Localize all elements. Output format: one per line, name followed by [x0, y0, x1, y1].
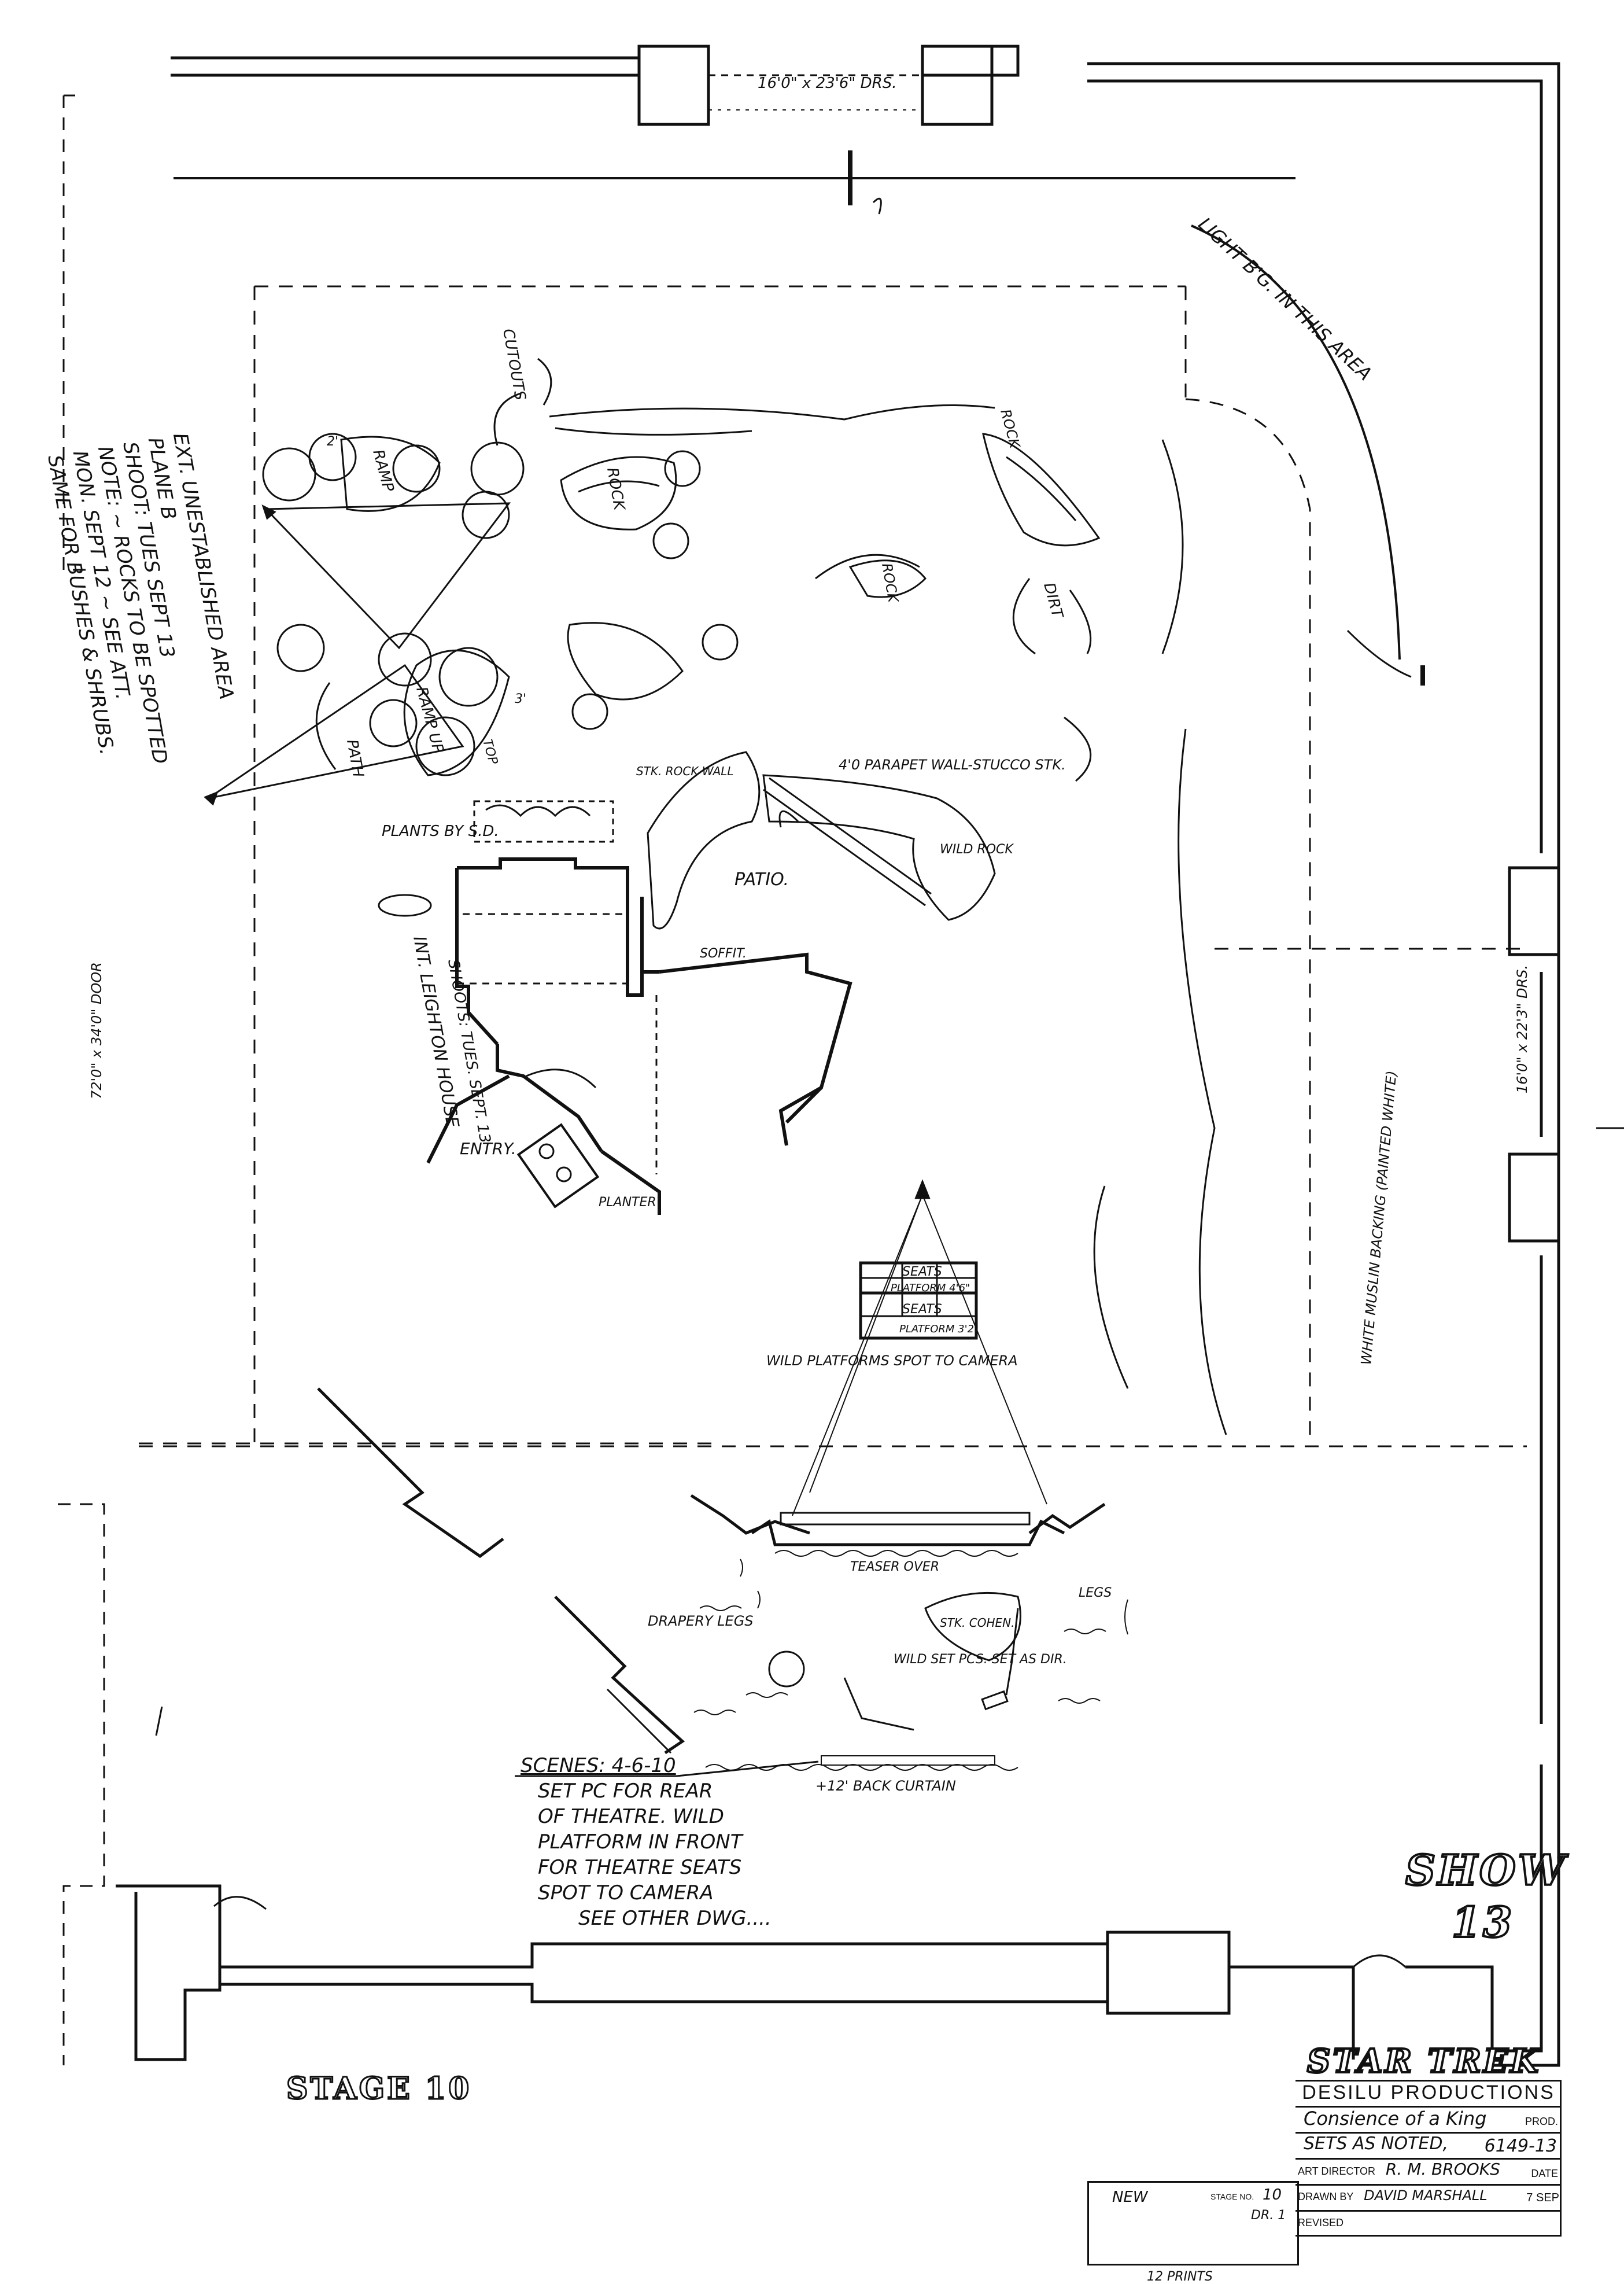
entry-label: ENTRY.	[460, 1139, 516, 1158]
company-row: DESILU PRODUCTIONS	[1295, 2080, 1562, 2108]
top-wall-left	[171, 45, 710, 126]
show-number: 13	[1450, 1896, 1515, 1948]
art-director-name: R. M. BROOKS	[1385, 2160, 1500, 2179]
rock-label-3: ROCK	[997, 407, 1023, 451]
house-wall-south	[496, 1044, 603, 1152]
top-door-left-pier	[637, 45, 710, 126]
episode-row: Consience of a King PROD.	[1295, 2106, 1562, 2134]
right-wall	[1087, 62, 1560, 2067]
house-wall-north	[457, 857, 644, 997]
stk-cohen-label: STK. COHEN.	[940, 1616, 1014, 1630]
wild-platforms-label: WILD PLATFORMS SPOT TO CAMERA	[766, 1353, 1018, 1369]
rock-sketch-4	[982, 433, 1101, 547]
art-director-label: ART DIRECTOR	[1298, 2165, 1376, 2177]
rev-prints: 12 PRINTS	[1147, 2270, 1213, 2284]
scenes-note: SCENES: 4-6-10 SET PC FOR REAR OF THEATR…	[521, 1753, 787, 1931]
rev-stage-no-label: STAGE NO.	[1210, 2192, 1254, 2201]
platform-label-2: PLATFORM 3'2"	[899, 1323, 979, 1335]
sight-line-lower	[208, 664, 464, 800]
scenes-line: FOR THEATRE SEATS	[538, 1856, 742, 1879]
house-wall-east	[659, 952, 852, 1146]
door-top-label: 16'0" x 23'6" DRS.	[758, 75, 897, 92]
top-label: TOP	[479, 738, 500, 767]
dim-3-label: 3'	[515, 692, 526, 706]
proscenium-left	[690, 1494, 810, 1535]
title-block-right-rule	[1560, 2080, 1562, 2235]
legs-label: LEGS	[1079, 1586, 1112, 1600]
revision-block: NEW STAGE NO. 10 DR. 1 12 PRINTS	[1087, 2181, 1299, 2284]
art-director-row: ART DIRECTOR R. M. BROOKS DATE	[1295, 2158, 1562, 2186]
seats-label-2: SEATS	[902, 1302, 942, 1317]
seats-label-1: SEATS	[902, 1265, 942, 1279]
drawn-by: DAVID MARSHALL	[1364, 2187, 1488, 2204]
ramp-label-2: RAMP UP	[412, 685, 446, 755]
company-name: DESILU PRODUCTIONS	[1302, 2082, 1555, 2104]
rock-sketch-1	[560, 456, 677, 531]
door-left-label: 72'0" x 34'0" DOOR	[88, 962, 105, 1099]
parapet-label: 4'0 PARAPET WALL-STUCCO STK.	[839, 757, 1066, 773]
top-door-right-pier	[921, 45, 994, 126]
light-bg-label: LIGHT B'G. IN THIS AREA	[1194, 213, 1376, 385]
rock-sketch-3	[848, 559, 927, 598]
sight-line-upper	[265, 502, 511, 650]
stage-label: STAGE 10	[285, 2071, 472, 2108]
proscenium-right	[1028, 1502, 1106, 1534]
diagonal-stepped-wall-2	[554, 1596, 685, 1755]
diagonal-stepped-wall-1	[317, 1387, 504, 1559]
scenes-line: PLATFORM IN FRONT	[538, 1830, 743, 1854]
door-right-label: 16'0" x 22'3" DRS.	[1514, 965, 1530, 1093]
show-logo: STAR TREK	[1306, 2041, 1541, 2082]
stage-front	[751, 1519, 1065, 1546]
scenes-title: SCENES: 4-6-10	[521, 1754, 676, 1777]
white-muslin-label: WHITE MUSLIN BACKING (PAINTED WHITE)	[1358, 1070, 1400, 1365]
title-block: STAR TREK DESILU PRODUCTIONS Consience o…	[1295, 2041, 1562, 2262]
scenes-line: SET PC FOR REAR	[538, 1780, 713, 1803]
cutouts-label: CUTOUTS	[499, 327, 529, 401]
drapery-label: DRAPERY LEGS	[648, 1613, 754, 1629]
wild-rock-label: WILD ROCK	[940, 842, 1014, 857]
scale-value: SETS AS NOTED,	[1304, 2134, 1448, 2154]
planter-label: PLANTER	[599, 1195, 656, 1210]
back-curtain-label: +12' BACK CURTAIN	[815, 1778, 956, 1794]
rock-label-2: ROCK	[879, 562, 902, 605]
episode-title: Consience of a King	[1304, 2108, 1487, 2130]
bottom-door-pier-1	[1106, 1931, 1231, 2015]
scenes-line: SPOT TO CAMERA	[538, 1881, 714, 1904]
stk-rock-wall-label: STK. ROCK WALL	[636, 764, 734, 778]
scenes-line: OF THEATRE. WILD	[538, 1805, 724, 1828]
prod-label: PROD.	[1525, 2116, 1558, 2127]
rev-new: NEW	[1112, 2189, 1148, 2206]
revised-row: REVISED	[1295, 2210, 1562, 2237]
rev-stage-no: 10	[1263, 2186, 1282, 2204]
teaser-label: TEASER OVER	[850, 1560, 939, 1574]
rock-sketch-2	[567, 622, 684, 701]
left-wall-lower	[58, 1503, 105, 2065]
rev-dr: DR. 1	[1251, 2208, 1286, 2223]
bottom-wall	[116, 1884, 222, 2061]
drawn-row: DRAWN BY DAVID MARSHALL 7 SEP	[1295, 2184, 1562, 2212]
left-wall-upper	[62, 95, 93, 571]
soffit-label: SOFFIT.	[700, 946, 747, 961]
show-label: SHOW	[1404, 1844, 1567, 1896]
right-door-pier-1	[1508, 866, 1560, 956]
plants-label: PLANTS BY S.D.	[382, 823, 499, 840]
revised-label: REVISED	[1298, 2217, 1344, 2228]
drawn-date: 7 SEP	[1526, 2191, 1559, 2204]
dirt-label: DIRT	[1040, 581, 1066, 621]
date-label: DATE	[1531, 2168, 1558, 2179]
scale-row: SETS AS NOTED, 6149-13	[1295, 2132, 1562, 2160]
wild-set-label: WILD SET PCS. SET AS DIR.	[894, 1652, 1067, 1667]
top-wall-right	[922, 45, 1020, 77]
patio-label: PATIO.	[735, 870, 789, 890]
platform-label-1: PLATFORM 4'6"	[891, 1282, 970, 1294]
right-door-pier-2	[1508, 1152, 1560, 1243]
dim-2-label: 2'	[327, 434, 338, 449]
rock-label-1: ROCK	[603, 466, 628, 513]
drawn-label: DRAWN BY	[1298, 2191, 1354, 2202]
scenes-line: SEE OTHER DWG....	[578, 1907, 772, 1930]
prod-number: 6149-13	[1484, 2136, 1557, 2156]
path-label: PATH	[343, 738, 367, 779]
